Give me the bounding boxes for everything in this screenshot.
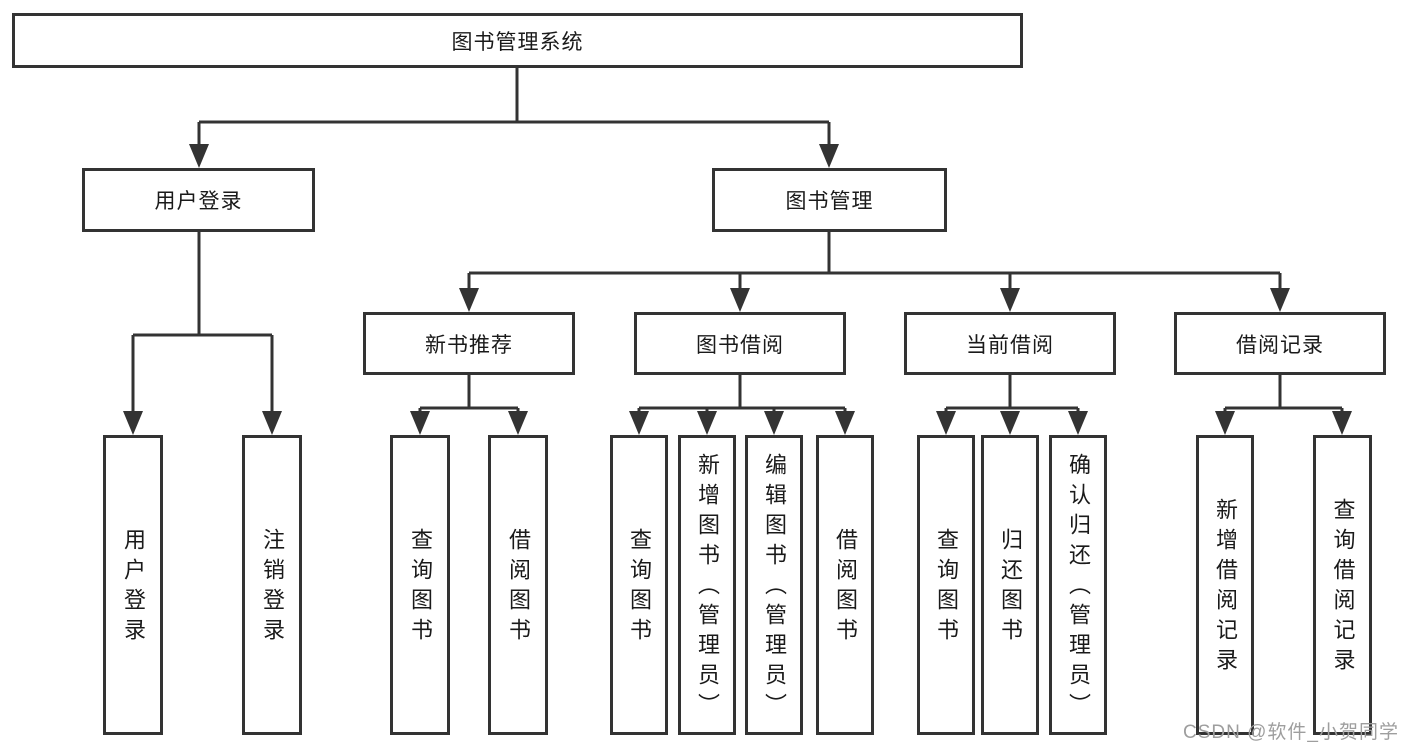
module-borrow-records: 借阅记录 bbox=[1174, 312, 1386, 375]
branch-user-login: 用户登录 bbox=[82, 168, 315, 232]
connector-paths bbox=[131, 68, 1344, 413]
module-new-book-recommend: 新书推荐 bbox=[363, 312, 575, 375]
module-current-borrow: 当前借阅 bbox=[904, 312, 1116, 375]
leaf-add-borrow-record: 新增借阅记录 bbox=[1196, 435, 1254, 735]
root-node-system-title: 图书管理系统 bbox=[12, 13, 1023, 68]
arrowheads bbox=[123, 144, 1352, 435]
leaf-add-books-admin: 新增图书（管理员） bbox=[678, 435, 736, 735]
edge-book-mgmt bbox=[467, 232, 1282, 290]
edge-user-login bbox=[131, 232, 274, 413]
leaf-user-login: 用户登录 bbox=[103, 435, 163, 735]
leaf-query-borrow-record: 查询借阅记录 bbox=[1313, 435, 1372, 735]
branch-book-management: 图书管理 bbox=[712, 168, 947, 232]
leaf-borrow-books-recommend: 借阅图书 bbox=[488, 435, 548, 735]
csdn-watermark: CSDN @软件_小贺同学 bbox=[1183, 722, 1399, 743]
leaf-borrow-books: 借阅图书 bbox=[816, 435, 874, 735]
leaf-query-books-recommend: 查询图书 bbox=[390, 435, 450, 735]
edge-root bbox=[197, 68, 831, 146]
edge-new-book bbox=[418, 375, 520, 413]
leaf-query-books-current: 查询图书 bbox=[917, 435, 975, 735]
leaf-logout: 注销登录 bbox=[242, 435, 302, 735]
leaf-return-books: 归还图书 bbox=[981, 435, 1039, 735]
leaf-edit-books-admin: 编辑图书（管理员） bbox=[745, 435, 803, 735]
leaf-confirm-return-admin: 确认归还（管理员） bbox=[1049, 435, 1107, 735]
edge-current bbox=[944, 375, 1080, 413]
module-book-borrow: 图书借阅 bbox=[634, 312, 846, 375]
edge-records bbox=[1223, 375, 1344, 413]
leaf-query-books-borrow: 查询图书 bbox=[610, 435, 668, 735]
edge-borrow bbox=[637, 375, 847, 413]
